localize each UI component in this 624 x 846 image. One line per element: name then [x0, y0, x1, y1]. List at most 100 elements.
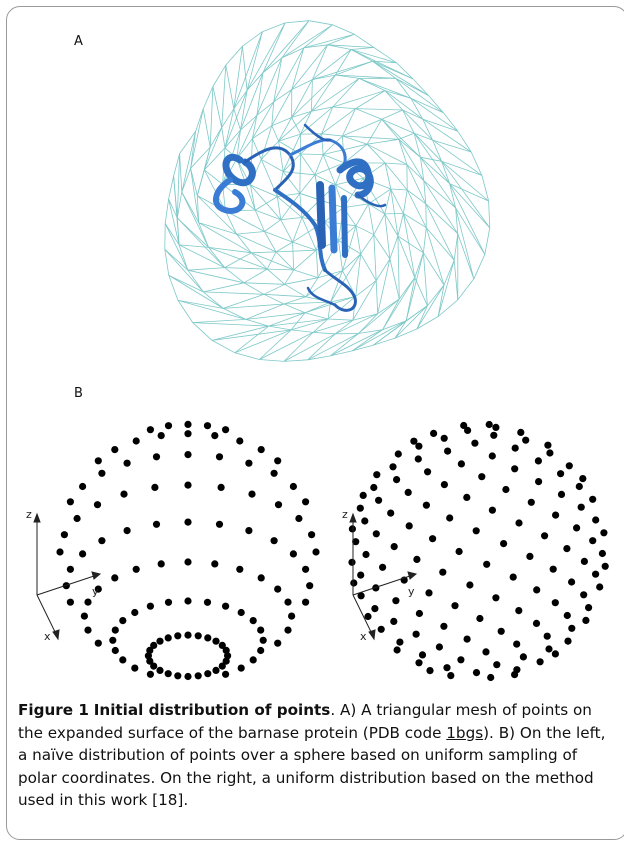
sphere-point — [362, 551, 369, 558]
sphere-point — [592, 571, 599, 578]
mesh-edge — [300, 154, 301, 193]
sphere-point — [195, 632, 202, 639]
mesh-edge — [237, 234, 277, 252]
mesh-edge — [305, 313, 328, 319]
sphere-point — [415, 443, 422, 450]
sphere-point — [349, 525, 356, 532]
sphere-point — [120, 491, 127, 498]
z-axis-label-right: z — [342, 508, 348, 521]
sphere-point — [515, 607, 522, 614]
mesh-edge — [244, 283, 285, 285]
mesh-edge — [225, 90, 247, 148]
sphere-point — [580, 591, 587, 598]
sphere-point — [204, 599, 211, 606]
sphere-point — [147, 426, 154, 433]
sphere-point — [184, 558, 191, 565]
sphere-point — [258, 446, 265, 453]
sphere-point — [61, 531, 68, 538]
mesh-edge — [222, 128, 225, 148]
mesh-edge — [482, 175, 489, 201]
mesh-edge — [267, 269, 294, 270]
mesh-edge — [204, 170, 222, 184]
mesh-edge — [333, 107, 356, 109]
sphere-point — [111, 446, 118, 453]
mesh-edge — [322, 134, 343, 136]
mesh-edge — [390, 236, 398, 259]
sphere-point — [147, 671, 154, 678]
sphere-point — [535, 478, 542, 485]
sphere-point — [552, 599, 559, 606]
sphere-point — [486, 421, 493, 428]
sphere-point — [585, 604, 592, 611]
mesh-edge — [426, 228, 444, 285]
mesh-edge — [407, 190, 426, 204]
mesh-edge — [356, 226, 374, 235]
y-axis-label: y — [92, 585, 99, 598]
mesh-edge — [361, 235, 374, 254]
mesh-edge — [373, 338, 395, 345]
sphere-point — [195, 672, 202, 679]
mesh-edge — [316, 250, 318, 278]
mesh-edge — [382, 119, 414, 133]
mesh-edge — [226, 65, 234, 109]
mesh-edge — [382, 110, 403, 119]
mesh-edge — [293, 242, 294, 270]
x-axis-label-right: x — [360, 630, 367, 643]
sphere-point — [439, 569, 446, 576]
mesh-edge — [450, 184, 490, 228]
mesh-edge — [450, 184, 489, 201]
sphere-point — [515, 519, 522, 526]
uniform-sphere-distribution: z y x — [330, 400, 624, 690]
mesh-edge — [251, 253, 293, 270]
mesh-edge — [204, 128, 221, 170]
sphere-point — [357, 505, 364, 512]
sphere-point — [464, 636, 471, 643]
sphere-point — [361, 517, 368, 524]
mesh-edge — [169, 176, 174, 199]
sphere-point — [250, 656, 257, 663]
sphere-point — [406, 522, 413, 529]
sphere-point — [457, 656, 464, 663]
sphere-point — [447, 672, 454, 679]
sphere-point — [533, 620, 540, 627]
sphere-point — [552, 512, 559, 519]
sphere-point — [378, 626, 385, 633]
mesh-edge — [272, 126, 279, 141]
mesh-edge — [385, 91, 423, 120]
sphere-point — [119, 656, 126, 663]
sphere-point — [290, 550, 297, 557]
mesh-edge — [251, 252, 276, 253]
sphere-point — [112, 647, 119, 654]
sphere-point — [119, 617, 126, 624]
z-axis-label: z — [26, 508, 32, 521]
mesh-edge — [328, 319, 353, 320]
sphere-point — [184, 421, 191, 428]
sphere-point — [589, 496, 596, 503]
mesh-edge — [356, 226, 361, 254]
sphere-point — [564, 612, 571, 619]
sphere-point — [275, 501, 282, 508]
sphere-point — [124, 527, 131, 534]
sphere-point — [589, 537, 596, 544]
mesh-edge — [283, 172, 315, 175]
sphere-point — [165, 634, 172, 641]
mesh-edge — [203, 292, 223, 309]
sphere-point — [443, 664, 450, 671]
mesh-edge — [369, 204, 374, 235]
mesh-edge — [407, 165, 426, 204]
mesh-edge — [351, 48, 374, 50]
sphere-point — [150, 663, 157, 670]
sphere-point — [436, 643, 443, 650]
mesh-edge — [489, 201, 490, 228]
sphere-point — [271, 470, 278, 477]
sphere-point — [290, 483, 297, 490]
mesh-edge — [203, 109, 210, 147]
sphere-point — [79, 550, 86, 557]
pdb-code-link[interactable]: 1bgs — [446, 724, 483, 742]
sphere-point — [579, 475, 586, 482]
mesh-edge — [374, 214, 385, 235]
mesh-edge — [367, 144, 385, 163]
sphere-point — [546, 449, 553, 456]
mesh-edge — [284, 332, 313, 361]
sphere-point — [446, 514, 453, 521]
